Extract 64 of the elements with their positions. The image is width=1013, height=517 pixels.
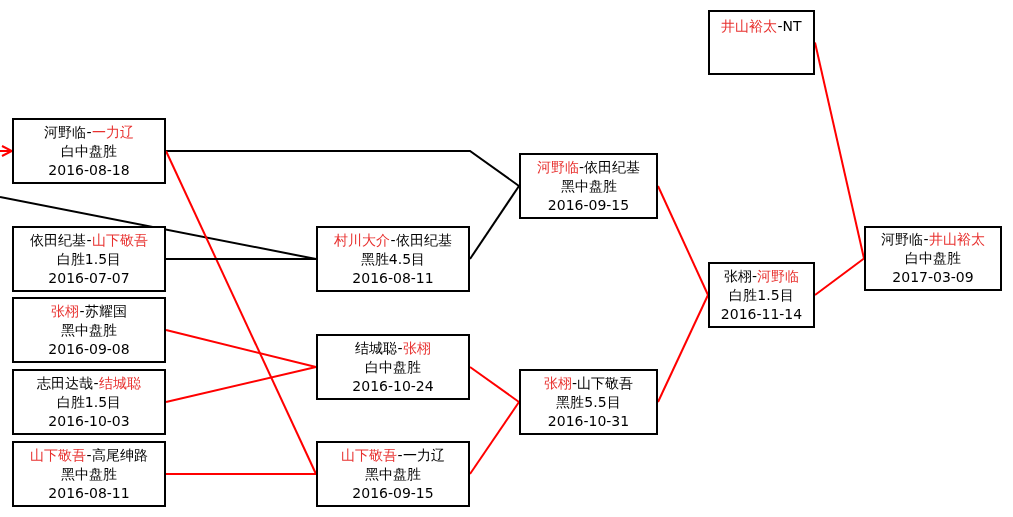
date-text: 2016-09-15 [352,483,434,503]
date-text: 2016-08-11 [352,268,434,288]
match-box [12,297,166,363]
date-text: 2016-10-03 [48,411,130,431]
date-text: 2016-09-08 [48,339,130,359]
result-text: 黑胜5.5目 [556,392,621,412]
date-text: 2016-10-31 [547,411,630,431]
match-box [316,226,470,292]
match-box [708,10,815,75]
players-text: 张栩-苏耀国 [51,301,127,321]
players-text: 村川大介-依田纪基 [334,230,452,250]
connector-line [165,329,317,368]
connector-line [165,150,317,475]
result-text: 白中盘胜 [365,357,421,377]
match-box [864,226,1002,291]
players-text: 张栩-山下敬吾 [543,373,634,393]
date-text: 2017-03-09 [892,268,974,287]
result-text: 黑中盘胜 [560,176,617,196]
date-text: 2016-11-14 [720,304,803,324]
result-text: 白胜1.5目 [56,392,122,412]
players-text: 河野临-井山裕太 [881,230,985,249]
players-text: 河野临-一力辽 [44,122,134,142]
connector-line [165,150,520,187]
connector-line [657,294,709,403]
match-box [316,441,470,507]
result-text: 白中盘胜 [61,141,117,161]
connector-line [814,257,865,296]
date-text: 2016-07-07 [48,268,130,288]
match-box [12,226,166,292]
connector-line [165,366,317,403]
result-text: 黑中盘胜 [365,464,421,484]
players-text: 张栩-河野临 [723,266,800,286]
match-box [316,334,470,400]
match-box [12,441,166,507]
match-box [519,153,658,219]
date-text: 2016-08-11 [48,483,130,503]
players-text: 依田纪基-山下敬吾 [30,230,148,250]
match-box [12,369,166,435]
result-text: 白胜1.5目 [729,285,794,305]
result-text: 黑中盘胜 [61,464,117,484]
players-text: 河野临-依田纪基 [536,157,641,177]
players-text: 井山裕太-NT [721,17,802,36]
arrow [0,145,13,157]
result-text: 黑胜4.5目 [360,249,426,269]
match-box [708,262,815,328]
connector-line [469,401,520,475]
players-text: 山下敬吾-一力辽 [341,445,445,465]
date-text: 2016-08-18 [48,160,130,180]
connector-line [165,473,317,475]
connector-line [469,185,520,260]
connector-line [165,258,317,260]
date-text: 2016-10-24 [352,376,434,396]
players-text: 山下敬吾-高尾绅路 [30,445,148,465]
connector-line [0,196,317,260]
connector-line [469,366,520,403]
connector-line [657,185,709,296]
result-text: 白中盘胜 [905,249,961,268]
result-text: 黑中盘胜 [61,320,117,340]
players-text: 志田达哉-结城聪 [37,373,141,393]
players-text: 结城聪-张栩 [355,338,431,358]
result-text: 白胜1.5目 [56,249,122,269]
match-box [12,118,166,184]
match-box [519,369,658,435]
date-text: 2016-09-15 [547,195,630,215]
